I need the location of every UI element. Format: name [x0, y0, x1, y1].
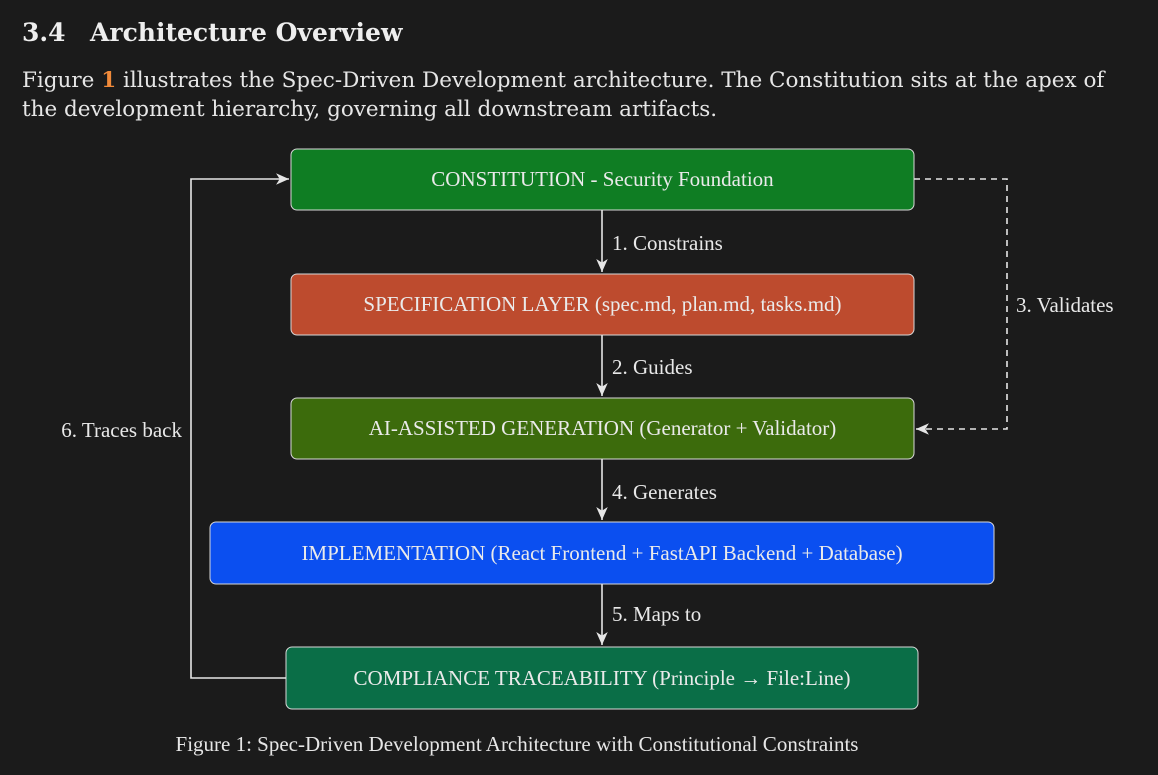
paragraph-text-post: illustrates the Spec-Driven Development …	[22, 68, 1105, 122]
label-constrains: 1. Constrains	[612, 231, 723, 255]
figure-reference-link[interactable]: 1	[101, 68, 117, 93]
compliance-box: COMPLIANCE TRACEABILITY (Principle → Fil…	[285, 646, 919, 710]
section-number: 3.4	[22, 18, 66, 47]
generation-label: AI-ASSISTED GENERATION (Generator + Vali…	[369, 416, 837, 440]
paragraph-text-pre: Figure	[22, 68, 102, 93]
implementation-label: IMPLEMENTATION (React Frontend + FastAPI…	[301, 541, 902, 565]
specification-box: SPECIFICATION LAYER (spec.md, plan.md, t…	[290, 273, 915, 336]
implementation-box: IMPLEMENTATION (React Frontend + FastAPI…	[209, 521, 995, 585]
figure-caption: Figure 1: Spec-Driven Development Archit…	[175, 732, 859, 756]
arrow-traces-back	[190, 173, 289, 679]
arrow-validates	[914, 178, 1008, 435]
label-guides: 2. Guides	[612, 355, 693, 379]
section-title: Architecture Overview	[90, 18, 403, 47]
intro-paragraph: Figure 1 illustrates the Spec-Driven Dev…	[22, 66, 1132, 124]
label-generates: 4. Generates	[612, 480, 717, 504]
specification-label: SPECIFICATION LAYER (spec.md, plan.md, t…	[363, 292, 841, 316]
generation-box: AI-ASSISTED GENERATION (Generator + Vali…	[290, 397, 915, 460]
compliance-label: COMPLIANCE TRACEABILITY (Principle → Fil…	[354, 666, 851, 690]
label-validates: 3. Validates	[1016, 293, 1114, 317]
section-heading: 3.4 Architecture Overview	[22, 18, 402, 47]
constitution-label: CONSTITUTION - Security Foundation	[431, 167, 774, 191]
constitution-box: CONSTITUTION - Security Foundation	[290, 148, 915, 211]
label-traces-back: 6. Traces back	[61, 418, 182, 442]
label-maps-to: 5. Maps to	[612, 602, 701, 626]
